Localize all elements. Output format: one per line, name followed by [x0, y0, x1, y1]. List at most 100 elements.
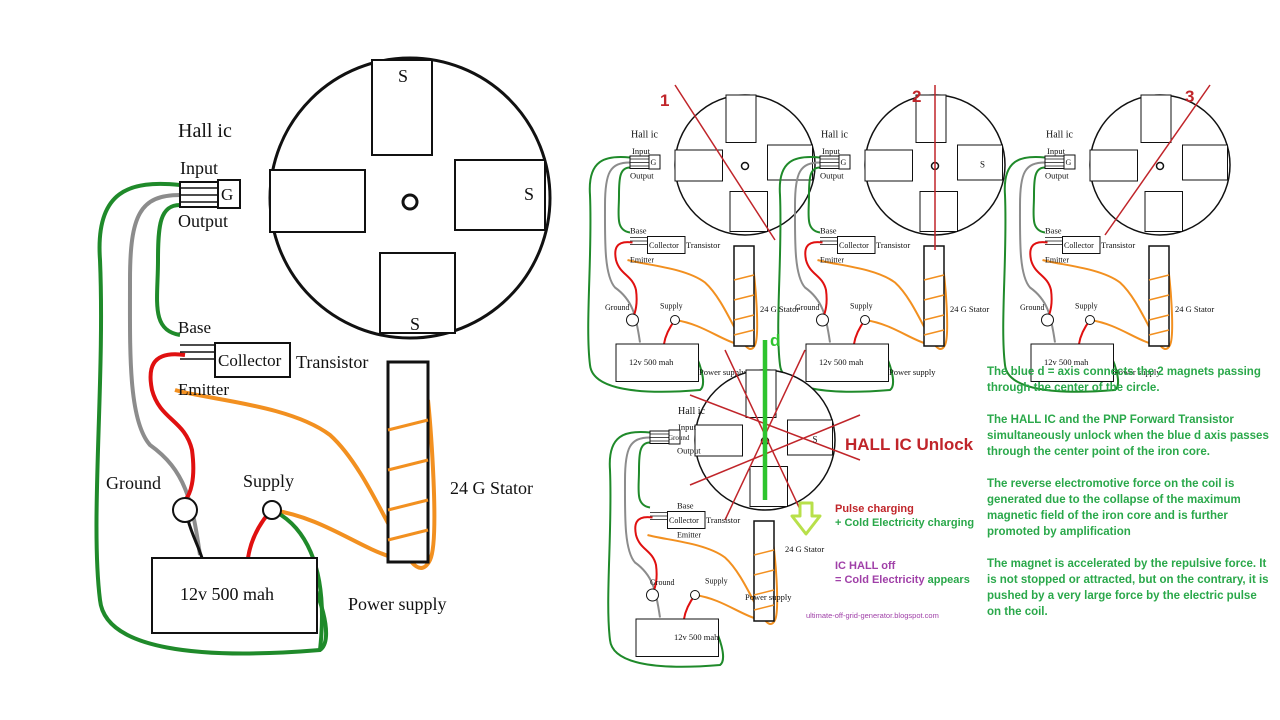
ground-label: Ground [106, 473, 161, 493]
power-supply-label-3: Power supply [1114, 367, 1161, 377]
stator-label-3: 24 G Stator [1175, 304, 1214, 314]
magnet-label-top: S [398, 66, 408, 86]
black-wire-ground [186, 519, 204, 559]
note-4: The magnet is accelerated by the repulsi… [987, 558, 1269, 618]
blog-url: ultimate-off-grid-generator.blogspot.com [806, 611, 939, 620]
stator-windings [387, 418, 429, 542]
magnet-label-4: S [813, 435, 818, 445]
battery-label: 12v 500 mah [180, 584, 274, 604]
hall-ic-label-4: Hall ic [678, 406, 705, 417]
hall-ic-label-1: Hall ic [631, 130, 658, 141]
supply-label-3: Supply [1075, 302, 1098, 311]
ground-label-2: Ground [795, 303, 819, 312]
rotation-line-3 [1104, 84, 1211, 236]
input-label-2: Input [822, 146, 841, 156]
input-label-4: Input [678, 422, 697, 432]
hall-ic-label-2: Hall ic [821, 130, 848, 141]
ic-hall-off-label: IC HALL off [835, 560, 896, 572]
battery-box [151, 557, 318, 634]
cold-charging-label: + Cold Electricity charging [835, 517, 974, 529]
step-number-1: 1 [660, 91, 669, 110]
rotation-line-1 [674, 84, 776, 241]
hall-ic-label-3: Hall ic [1046, 130, 1073, 141]
power-supply-label-4: Power supply [745, 592, 792, 602]
small-circuit-2: Hall ic Input G Output Base Collector Tr… [777, 85, 1006, 393]
power-supply-label-2: Power supply [889, 367, 936, 377]
transistor-label-4: Transistor [706, 515, 740, 525]
chip-label-2: G [841, 158, 847, 167]
rotor-axle [401, 193, 419, 211]
base-label-4: Base [677, 501, 694, 511]
chip-ground-label-4: Ground [668, 434, 690, 442]
input-label: Input [180, 158, 218, 178]
transistor-body [214, 342, 291, 378]
green-wire-output-base [155, 203, 181, 337]
magnet-label-right: S [524, 184, 534, 204]
battery-label-3: 12v 500 mah [1044, 357, 1089, 367]
red-wire-supply [246, 512, 270, 559]
emitter-label: Emitter [178, 380, 229, 399]
explanation-notes: The blue d = axis connects the 2 magnets… [987, 364, 1269, 636]
appears-word: appears [928, 574, 970, 586]
base-label: Base [178, 318, 211, 337]
magnet-right [454, 159, 546, 231]
collector-label-3: Collector [1064, 241, 1094, 250]
power-supply-label-1: Power supply [699, 367, 746, 377]
battery-label-2: 12v 500 mah [819, 357, 864, 367]
output-label-2: Output [820, 171, 844, 181]
ground-label-1: Ground [605, 303, 629, 312]
supply-label-2: Supply [850, 302, 873, 311]
battery-label-4: 12v 500 mah [674, 632, 719, 642]
note-1: The blue d = axis connects the 2 magnets… [987, 366, 1261, 394]
emitter-label-1: Emitter [630, 256, 654, 265]
base-label-2: Base [820, 226, 837, 236]
cross-line-a [689, 394, 861, 461]
stator-label-2: 24 G Stator [950, 304, 989, 314]
gray-wire-ground [127, 193, 202, 556]
collector-label-4: Collector [669, 516, 699, 525]
down-arrow-icon [790, 501, 822, 536]
ground-node [172, 497, 198, 523]
transistor-label: Transistor [296, 352, 368, 372]
magnet-left [269, 169, 366, 233]
cold-appears-label: = Cold Electricity appears [835, 574, 970, 586]
red-wire-collector [148, 352, 196, 502]
input-label-3: Input [1047, 146, 1066, 156]
supply-node [262, 500, 282, 520]
chip-label-3: G [1066, 158, 1072, 167]
collector-label-1: Collector [649, 241, 679, 250]
hall-ic-unlock-label: HALL IC Unlock [845, 435, 974, 454]
emitter-label-4: Emitter [677, 531, 701, 540]
collector-label-2: Collector [839, 241, 869, 250]
hall-ic-label: Hall ic [178, 120, 232, 142]
supply-label: Supply [243, 471, 294, 491]
note-3: The reverse electromotive force on the c… [987, 478, 1241, 538]
battery-label-1: 12v 500 mah [629, 357, 674, 367]
ground-label-4: Ground [650, 578, 674, 587]
big-circuit: S S S Hall ic Input G Output Base Collec… [94, 56, 552, 656]
small-circuit-4: Hall ic Input Ground Output Base Collect… [607, 340, 861, 668]
stator-label-4: 24 G Stator [785, 544, 824, 554]
output-label-4: Output [677, 446, 701, 456]
emitter-label-3: Emitter [1045, 256, 1069, 265]
power-supply-label: Power supply [348, 594, 447, 614]
magnet-label-2: S [980, 160, 985, 170]
emitter-label-2: Emitter [820, 256, 844, 265]
input-label-1: Input [632, 146, 651, 156]
step-number-3: 3 [1185, 87, 1194, 106]
magnet-top [371, 59, 433, 156]
magnet-bottom [379, 252, 456, 334]
output-label-1: Output [630, 171, 654, 181]
transistor-label-3: Transistor [1101, 240, 1135, 250]
supply-label-4: Supply [705, 577, 728, 586]
small-circuit-3: Hall ic Input G Output Base Collector Tr… [1002, 84, 1231, 393]
green-wire-supply [275, 510, 324, 651]
base-label-3: Base [1045, 226, 1062, 236]
base-label-1: Base [630, 226, 647, 236]
collector-label: Collector [218, 351, 282, 370]
d-axis-label: d [770, 331, 780, 350]
hall-ic-chip-label: G [221, 185, 233, 204]
supply-label-1: Supply [660, 302, 683, 311]
ground-label-3: Ground [1020, 303, 1044, 312]
